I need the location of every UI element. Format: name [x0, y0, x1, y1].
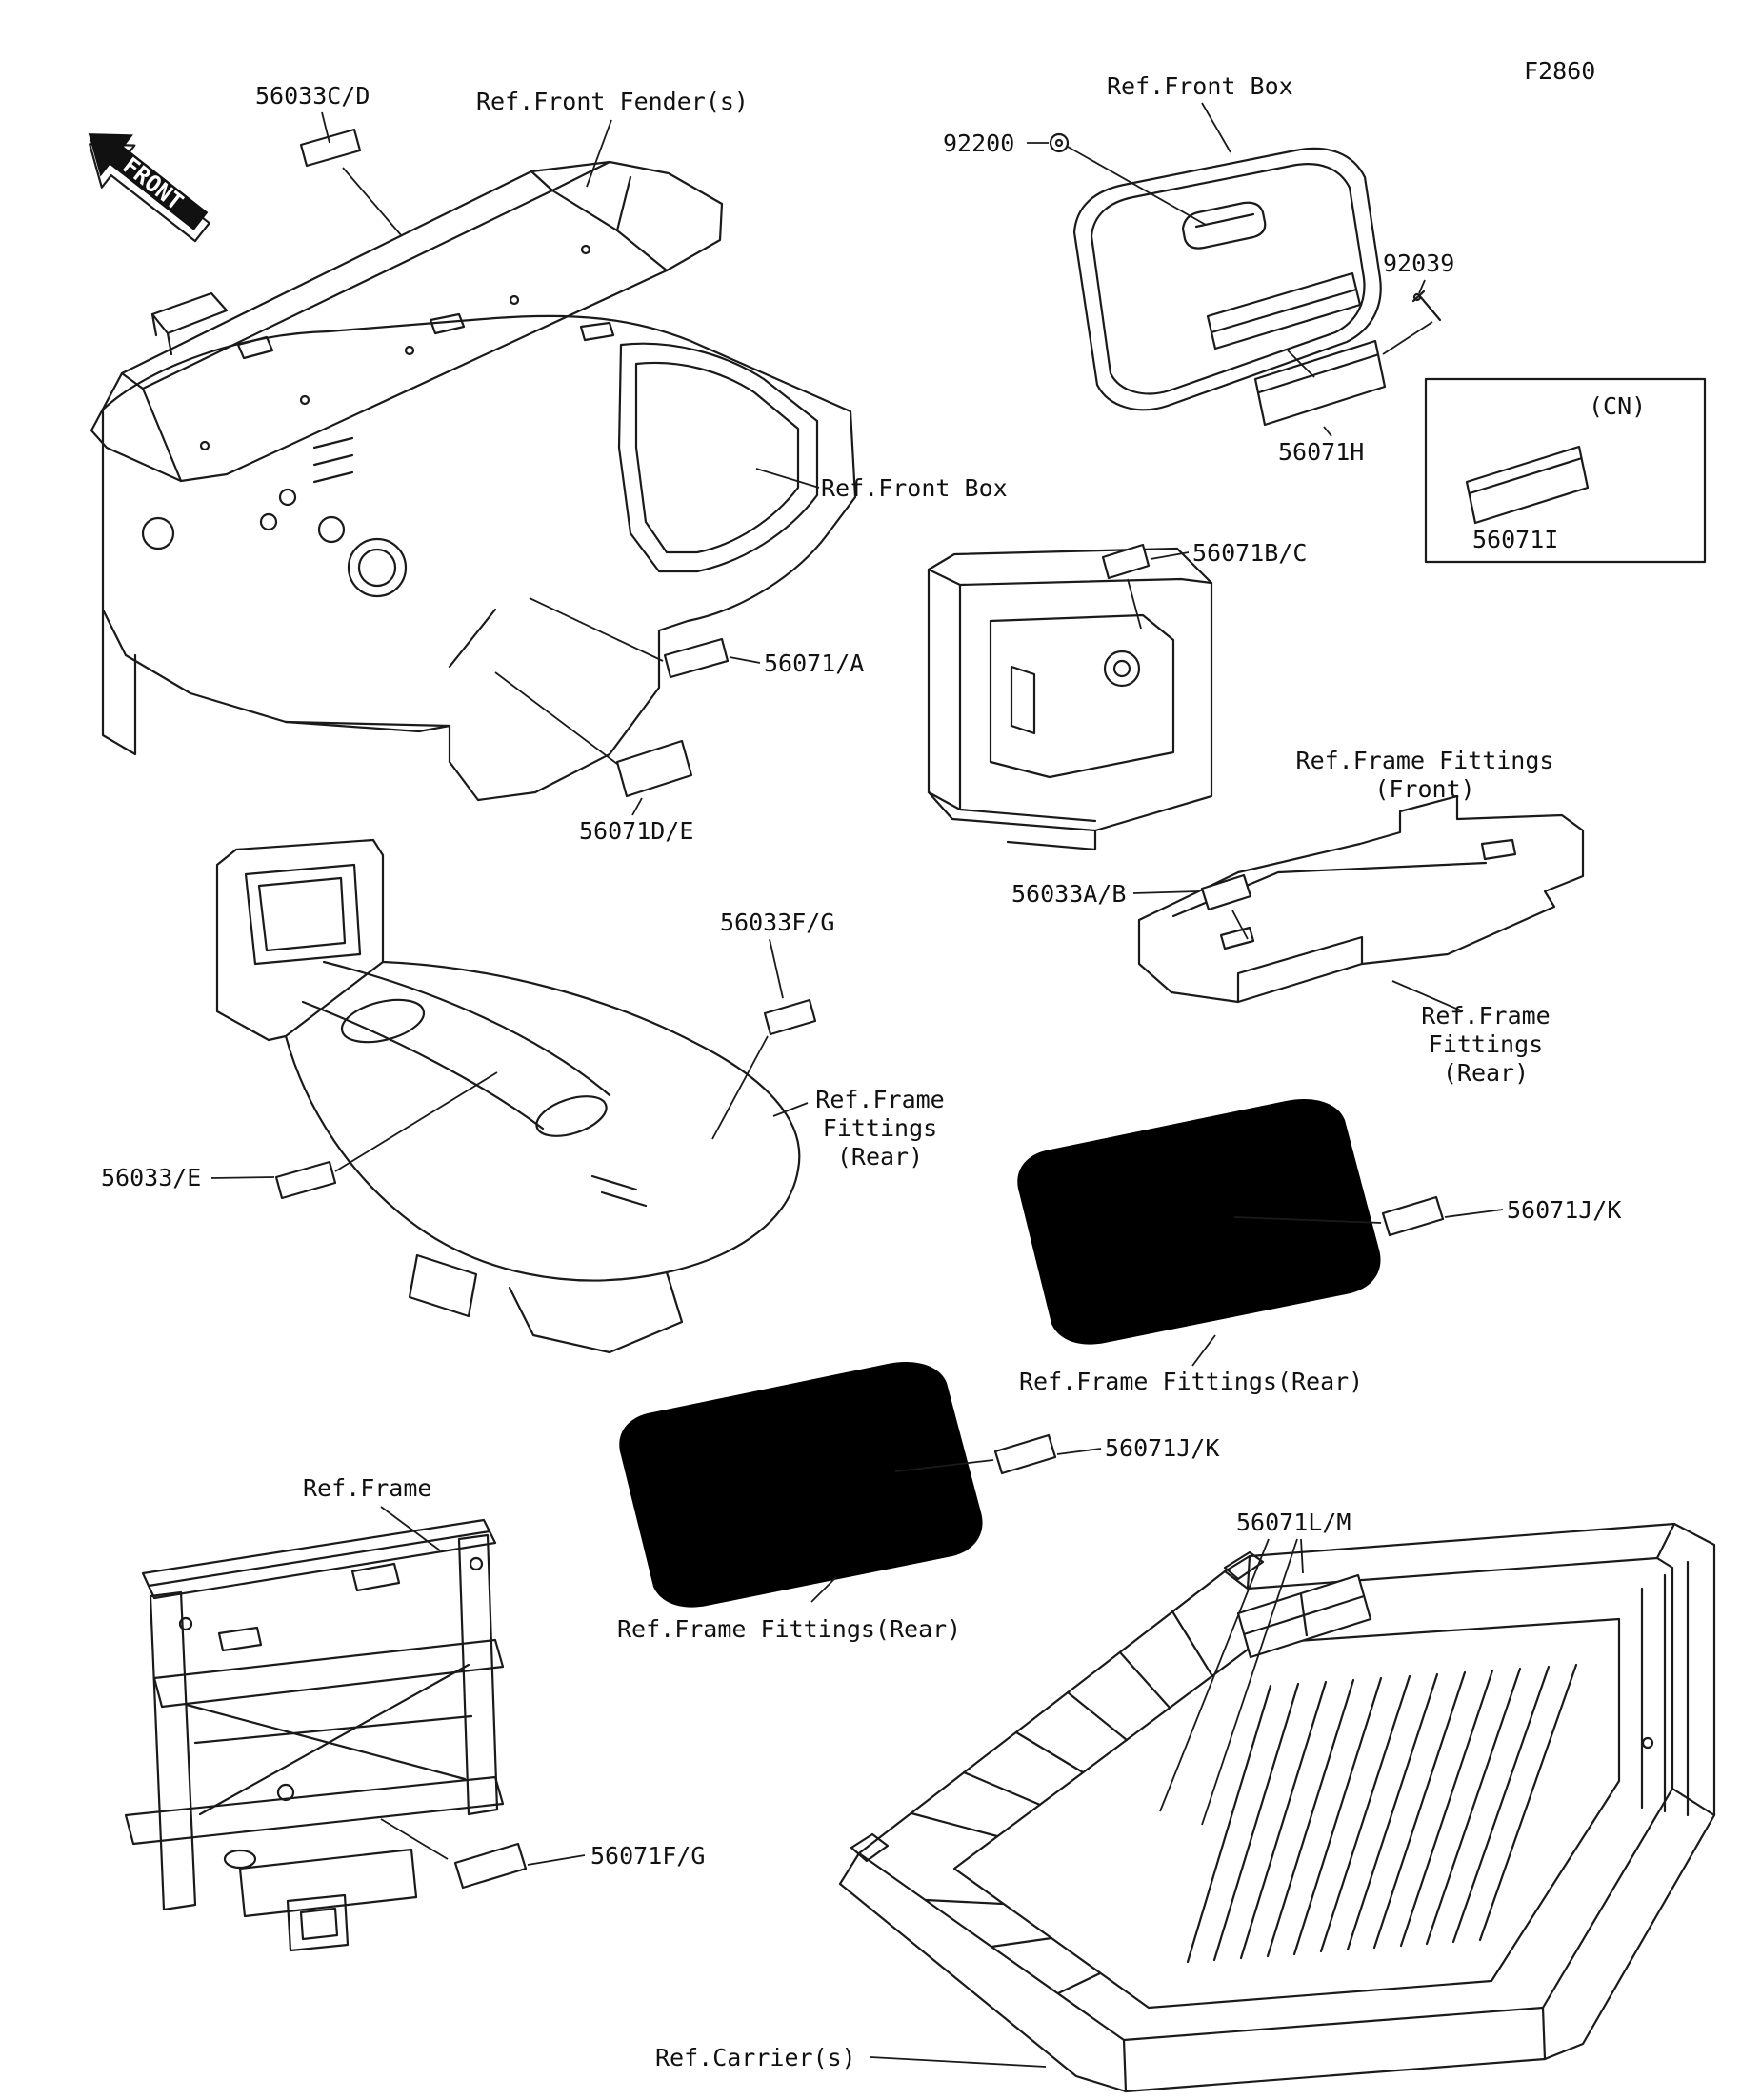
decal-56071lm: [1236, 1573, 1372, 1659]
cn-variant-label: (CN): [1589, 392, 1647, 420]
frame-fitting-rear-tray2-drawing: [619, 1362, 983, 1608]
decal-56071a: [663, 637, 730, 679]
front-box-panel-drawing: [101, 312, 857, 802]
callout-56071i: 56071I: [1472, 526, 1559, 553]
ref-front-box-top: Ref.Front Box: [1107, 72, 1293, 100]
cn-variant-box: [1424, 377, 1707, 564]
callout-56071fg: 56071F/G: [590, 1842, 706, 1870]
frame-fitting-rear-tray1-drawing: [1017, 1099, 1381, 1345]
frame-fitting-rear-console-drawing: [215, 838, 801, 1354]
callout-56071bc: 56071B/C: [1192, 539, 1308, 567]
callout-56071h: 56071H: [1278, 438, 1365, 466]
ref-carriers: Ref.Carrier(s): [655, 2044, 856, 2071]
ref-frame-fittings-rear-tray1: Ref.Frame Fittings(Rear): [1019, 1368, 1364, 1395]
decal-56071i: [1465, 445, 1590, 525]
callout-56033ab: 56033A/B: [1011, 880, 1127, 908]
ref-frame-fittings-rear-left: Ref.Frame Fittings (Rear): [815, 1086, 945, 1170]
callout-56071de: 56071D/E: [579, 817, 694, 845]
decal-56033cd: [299, 128, 362, 168]
callout-56071jk-a: 56071J/K: [1507, 1196, 1622, 1224]
callout-56071a: 56071/A: [764, 650, 865, 677]
front-fender-drawing: [90, 160, 724, 483]
decal-56071fg: [453, 1842, 528, 1890]
callout-56071jk-b: 56071J/K: [1105, 1434, 1220, 1462]
ref-front-fenders: Ref.Front Fender(s): [476, 88, 749, 115]
ref-frame-fittings-rear-right: Ref.Frame Fittings (Rear): [1421, 1002, 1551, 1087]
callout-56033e: 56033/E: [101, 1164, 202, 1191]
callout-92200: 92200: [943, 130, 1015, 157]
decal-56033fg: [763, 998, 817, 1036]
decal-56033e: [274, 1160, 337, 1200]
decal-56033ab: [1200, 873, 1252, 911]
ref-front-box-mid: Ref.Front Box: [821, 474, 1008, 502]
decal-56071h: [1253, 339, 1387, 427]
screw-92200-icon: [1049, 132, 1070, 153]
decal-56071jk-a: [1381, 1195, 1445, 1237]
frame-fitting-front-drawing: [927, 547, 1213, 851]
decal-56071de: [615, 739, 693, 798]
ref-frame: Ref.Frame: [303, 1474, 432, 1502]
ref-frame-fittings-front: Ref.Frame Fittings (Front): [1295, 747, 1554, 803]
callout-56033fg: 56033F/G: [720, 909, 835, 936]
frame-drawing: [124, 1518, 505, 1952]
leader-lines: [210, 102, 1504, 2068]
callout-92039: 92039: [1383, 250, 1455, 277]
front-direction-arrow: FRONT: [88, 133, 210, 243]
figure-code: F2860: [1524, 57, 1596, 85]
callout-56033cd: 56033C/D: [255, 82, 370, 110]
decal-56071bc: [1101, 543, 1151, 580]
decal-56071jk-b: [993, 1433, 1057, 1475]
callout-56071lm: 56071L/M: [1236, 1509, 1351, 1536]
ref-frame-fittings-rear-tray2: Ref.Frame Fittings(Rear): [617, 1615, 962, 1643]
pin-92039-icon: [1411, 290, 1442, 322]
